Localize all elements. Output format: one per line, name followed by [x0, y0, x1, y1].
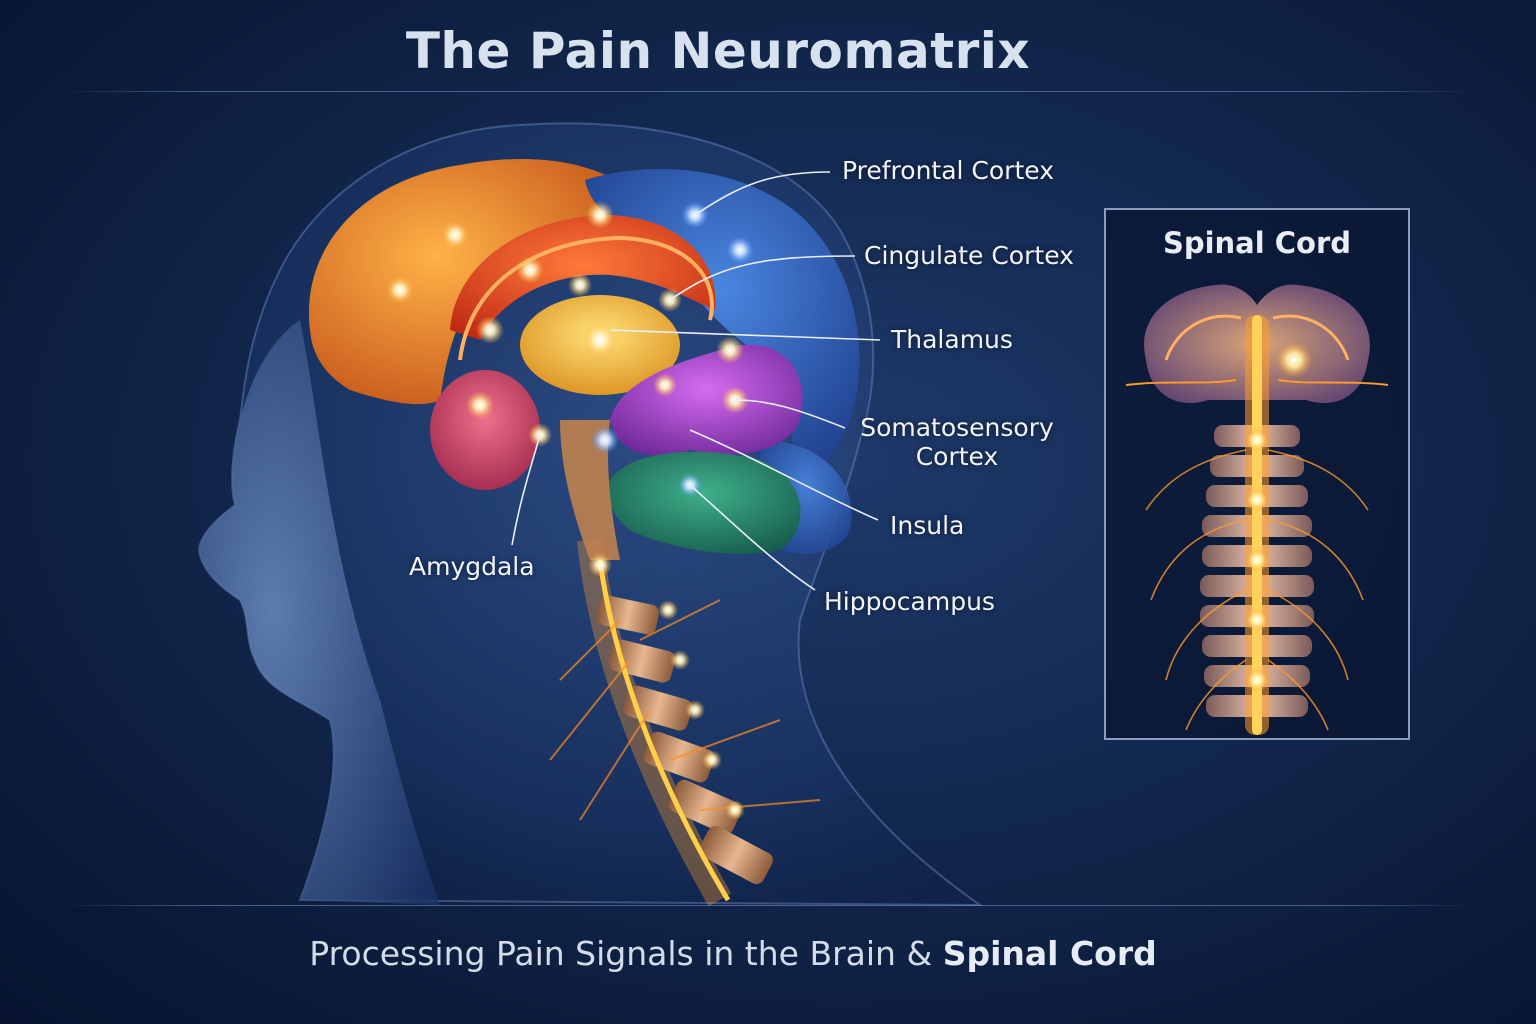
cervical-spine	[549, 538, 821, 907]
subtitle-bold: Spinal Cord	[942, 934, 1157, 973]
label-cingulate-cortex: Cingulate Cortex	[864, 241, 1074, 270]
label-hippocampus: Hippocampus	[824, 587, 995, 616]
brain	[308, 159, 860, 560]
footer-divider	[60, 905, 1476, 906]
somatosensory-region	[610, 344, 803, 456]
cingulate-region	[450, 215, 716, 340]
hippocampus-region	[608, 451, 801, 554]
page-subtitle: Processing Pain Signals in the Brain & S…	[0, 934, 1466, 973]
spinal-cord-inset: Spinal Cord	[1104, 208, 1410, 740]
label-thalamus: Thalamus	[891, 325, 1013, 354]
amygdala-region	[430, 370, 540, 490]
title-divider	[60, 91, 1476, 92]
label-insula: Insula	[890, 511, 965, 540]
label-somatosensory-cortex: Somatosensory Cortex	[852, 413, 1062, 471]
spinal-cord-illustration	[1125, 284, 1389, 735]
label-amygdala: Amygdala	[409, 552, 535, 581]
label-somatosensory-line1: Somatosensory	[860, 413, 1054, 442]
subtitle-regular: Processing Pain Signals in the Brain &	[309, 934, 933, 973]
leader-lines	[511, 171, 881, 591]
inset-title: Spinal Cord	[1162, 226, 1352, 260]
face-shading	[199, 320, 440, 905]
page-title: The Pain Neuromatrix	[405, 22, 1031, 80]
label-prefrontal-cortex: Prefrontal Cortex	[842, 156, 1054, 185]
label-somatosensory-line2: Cortex	[915, 442, 999, 471]
